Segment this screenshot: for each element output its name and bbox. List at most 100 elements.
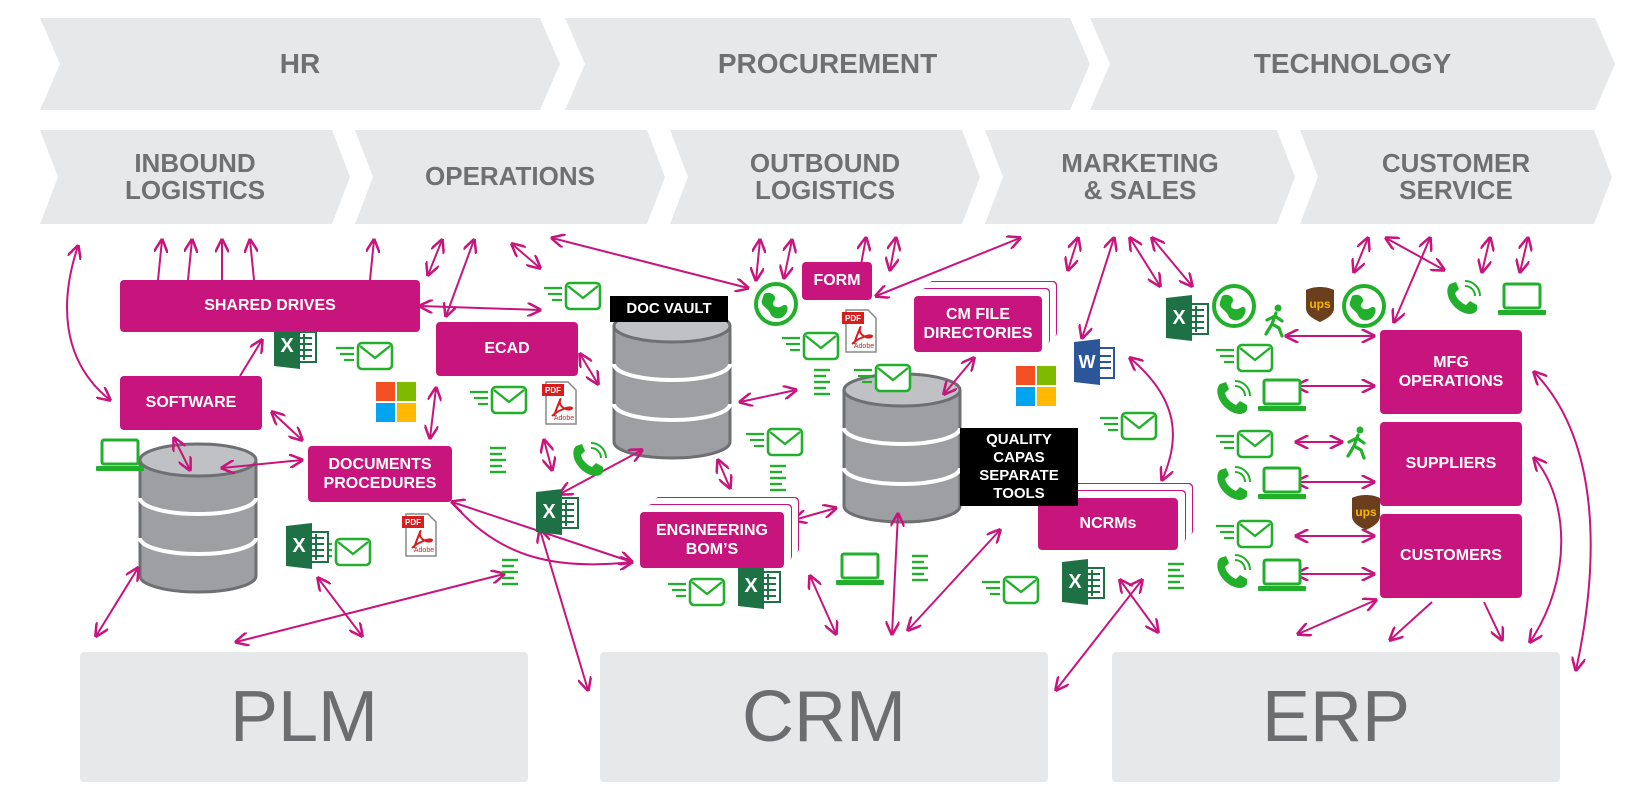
- pdf-icon: PDF Adobe: [541, 381, 577, 425]
- envelope-icon: [1214, 343, 1274, 373]
- envelope-icon: [1214, 429, 1274, 459]
- chevron-operations: OPERATIONS: [355, 130, 665, 224]
- box-shared-drives: SHARED DRIVES: [120, 280, 420, 332]
- box-suppliers: SUPPLIERS: [1380, 422, 1522, 506]
- box-mfg-operations: MFG OPERATIONS: [1380, 330, 1522, 414]
- chevron-label: MARKETING & SALES: [1061, 147, 1219, 205]
- chevron-label: OUTBOUND LOGISTICS: [749, 147, 901, 205]
- pdf-label: PDF: [545, 386, 561, 395]
- envelope-icon: [1098, 411, 1158, 441]
- pdf-label: PDF: [845, 314, 861, 323]
- chevron-label: PROCUREMENT: [717, 48, 938, 80]
- excel-letter: X: [744, 575, 758, 597]
- database-doc-vault-icon: [612, 308, 732, 460]
- box-label: CM FILE DIRECTORIES: [923, 305, 1033, 342]
- word-icon: W: [1073, 338, 1115, 386]
- document-icon: [488, 446, 508, 474]
- envelope-icon: [666, 577, 726, 607]
- box-cm-file-directories: CM FILE DIRECTORIES: [914, 296, 1042, 352]
- chevron-label: INBOUND LOGISTICS: [124, 147, 266, 205]
- document-icon: [812, 368, 832, 396]
- envelope-icon: [744, 427, 804, 457]
- box-label: ECAD: [484, 340, 530, 358]
- word-letter: W: [1079, 352, 1096, 372]
- excel-icon: X: [737, 562, 781, 610]
- box-ncrms: NCRMs: [1038, 498, 1178, 550]
- excel-icons: X X X X X X: [273, 294, 1209, 610]
- box-label: DOCUMENTS PROCEDURES: [323, 455, 437, 492]
- laptop-icon: [1256, 466, 1308, 501]
- adobe-label: Adobe: [554, 415, 574, 422]
- database-quality-icon: [842, 372, 962, 524]
- chevron-label: TECHNOLOGY: [1253, 48, 1452, 80]
- label-doc-vault: DOC VAULT: [610, 296, 728, 322]
- box-label: SOFTWARE: [145, 394, 237, 412]
- chevron-label: CUSTOMER SERVICE: [1381, 147, 1531, 205]
- phone-icon: [1446, 280, 1481, 315]
- box-ecad: ECAD: [436, 322, 578, 376]
- system-label: CRM: [742, 677, 906, 757]
- document-icons: [488, 368, 1186, 590]
- excel-icon: X: [535, 488, 579, 536]
- chevron-label: OPERATIONS: [425, 161, 595, 192]
- laptop-icon: [1256, 558, 1308, 593]
- laptop-icon: [94, 438, 146, 473]
- globe-icon: [1342, 284, 1386, 328]
- phone-icon: [1216, 466, 1251, 501]
- excel-letter: X: [542, 501, 556, 523]
- excel-letter: X: [280, 335, 294, 357]
- ups-icon: ups: [1352, 495, 1380, 530]
- chevron-label: HR: [279, 48, 321, 80]
- box-label: SHARED DRIVES: [204, 297, 336, 315]
- walking-person-icon: [1346, 424, 1366, 460]
- envelope-icon: [980, 575, 1040, 605]
- document-icon: [500, 558, 520, 586]
- laptop-icon: [1256, 378, 1308, 413]
- system-crm: CRM: [600, 652, 1048, 782]
- box-label: CUSTOMERS: [1400, 547, 1502, 565]
- document-icon: [910, 554, 930, 582]
- chevron-marketing-sales: MARKETING & SALES: [985, 130, 1295, 224]
- ups-label: ups: [1355, 505, 1377, 519]
- globe-icon: [1212, 284, 1256, 328]
- document-icon: [1166, 562, 1186, 590]
- box-software: SOFTWARE: [120, 376, 262, 430]
- excel-letter: X: [1068, 571, 1082, 593]
- box-customers: CUSTOMERS: [1380, 514, 1522, 598]
- laptop-icon: [1496, 282, 1548, 317]
- envelope-icon: [334, 341, 394, 371]
- adobe-label: Adobe: [414, 547, 434, 554]
- box-form: FORM: [802, 262, 872, 300]
- system-erp: ERP: [1112, 652, 1560, 782]
- system-label: PLM: [229, 677, 379, 757]
- box-label: FORM: [813, 272, 861, 290]
- phone-icon: [572, 442, 607, 477]
- document-icon: [768, 464, 788, 492]
- envelope-icon: [468, 385, 528, 415]
- excel-icon: X: [273, 322, 317, 370]
- envelope-icon: [1214, 519, 1274, 549]
- ups-label: ups: [1309, 297, 1331, 311]
- pdf-icon: PDF Adobe: [401, 513, 437, 557]
- phone-icon: [1216, 554, 1251, 589]
- excel-icon: X: [285, 522, 329, 570]
- adobe-label: Adobe: [854, 343, 874, 350]
- chevron-procurement: PROCUREMENT: [565, 18, 1090, 110]
- envelope-icon: [542, 281, 602, 311]
- windows-icon: [1016, 366, 1056, 406]
- walking-person-icon: [1264, 302, 1284, 338]
- chevron-customer-service: CUSTOMER SERVICE: [1300, 130, 1612, 224]
- system-plm: PLM: [80, 652, 528, 782]
- system-label: ERP: [1261, 677, 1411, 757]
- excel-icon: X: [1165, 294, 1209, 342]
- chevron-inbound-logistics: INBOUND LOGISTICS: [40, 130, 350, 224]
- phone-icon: [1216, 380, 1251, 415]
- laptop-icon: [834, 552, 886, 587]
- box-label: ENGINEERING BOM’S: [655, 521, 768, 558]
- pdf-label: PDF: [405, 518, 421, 527]
- box-engineering-boms: ENGINEERING BOM’S: [640, 512, 784, 568]
- box-label: SUPPLIERS: [1405, 455, 1497, 473]
- envelope-icon: [780, 331, 840, 361]
